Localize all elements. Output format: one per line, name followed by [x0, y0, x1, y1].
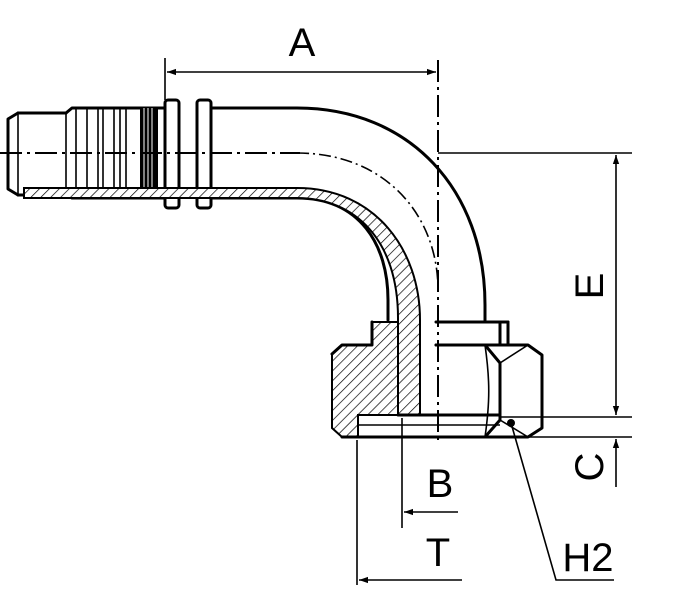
- leader-h2: H2: [507, 419, 614, 581]
- dimension-a: A: [164, 21, 436, 100]
- label-t: T: [426, 531, 450, 575]
- label-e: E: [568, 273, 612, 300]
- dimension-t: T: [356, 440, 462, 585]
- dimension-b: B: [401, 418, 458, 528]
- label-h2: H2: [562, 536, 613, 580]
- label-a: A: [289, 21, 316, 65]
- elbow-body: [23, 106, 487, 416]
- swivel-nut: [330, 320, 544, 439]
- center-lines: [0, 60, 632, 440]
- label-c: C: [568, 453, 612, 482]
- dimension-e: E: [500, 155, 632, 418]
- label-b: B: [427, 462, 454, 506]
- dimension-c: C: [500, 436, 632, 487]
